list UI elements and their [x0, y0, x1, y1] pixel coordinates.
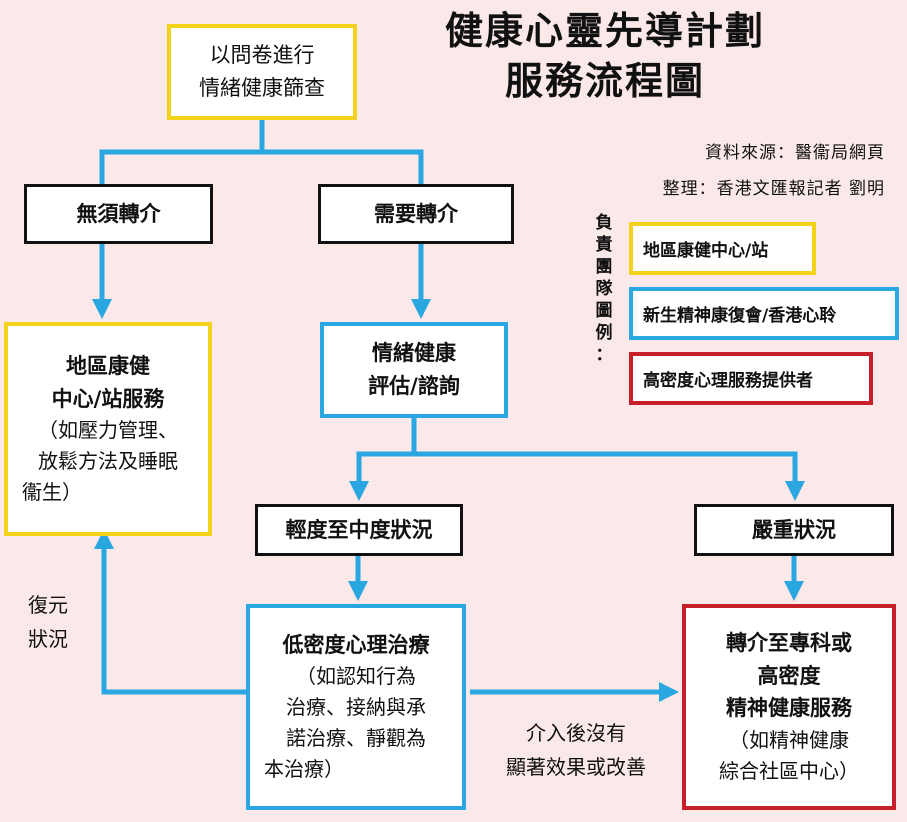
edge-label-text: 介入後沒有 — [526, 721, 626, 745]
node-text: 情緒健康篩查 — [199, 76, 325, 100]
legend-label: 高密度心理服務提供者 — [643, 371, 813, 391]
legend-heading-char: ： — [595, 345, 613, 365]
edge-label-no-improvement: 介入後沒有 顯著效果或改善 — [476, 716, 676, 784]
node-specialist-services: 轉介至專科或 高密度 精神健康服務 （如精神健康 綜合社區中心） — [682, 604, 896, 810]
legend-heading-char: 圖 — [595, 301, 613, 321]
node-text: （如壓力管理、 — [38, 418, 178, 443]
node-text: 綜合社區中心） — [719, 758, 859, 783]
node-text: 本治療） — [264, 757, 344, 782]
legend-label: 新生精神康復會/香港心聆 — [643, 306, 837, 326]
diagram-title: 健康心靈先導計劃 服務流程圖 — [400, 6, 810, 106]
node-severe: 嚴重狀況 — [694, 504, 894, 556]
legend-item-high-intensity: 高密度心理服務提供者 — [629, 352, 873, 405]
node-text: 輕度至中度狀況 — [285, 517, 433, 542]
title-line1: 健康心靈先導計劃 — [444, 9, 765, 53]
node-text: 中心/站服務 — [51, 386, 165, 411]
edge-label-text: 顯著效果或改善 — [506, 755, 646, 779]
node-text: （如精神健康 — [729, 727, 849, 752]
legend-label: 地區康健中心/站 — [643, 241, 769, 261]
node-text: 需要轉介 — [374, 201, 458, 226]
node-text: 諾治療、靜觀為 — [286, 726, 426, 751]
arrow-recovery-to-dhc — [94, 528, 246, 695]
edge-label-recovery: 復元 狀況 — [28, 588, 68, 656]
node-text: 低密度心理治療 — [282, 632, 430, 657]
connector-assessment-split — [356, 418, 795, 494]
legend-heading-char: 負 — [595, 213, 613, 233]
node-dhc-services: 地區康健 中心/站服務 （如壓力管理、 放鬆方法及睡眠 衞生） — [4, 322, 212, 536]
legend-heading-char: 團 — [595, 257, 613, 277]
node-text: 情緒健康 — [372, 341, 456, 366]
legend-item-mindset: 新生精神康復會/香港心聆 — [629, 287, 899, 340]
legend-item-dhc: 地區康健中心/站 — [629, 222, 816, 275]
legend-heading-char: 責 — [595, 235, 613, 255]
legend-heading-char: 隊 — [595, 279, 613, 299]
node-text: 嚴重狀況 — [752, 517, 836, 542]
node-assessment: 情緒健康 評估/諮詢 — [320, 322, 508, 418]
node-text: （如認知行為 — [296, 664, 416, 689]
node-mild-moderate: 輕度至中度狀況 — [255, 504, 463, 556]
node-text: 高密度 — [757, 663, 821, 688]
node-low-intensity-therapy: 低密度心理治療 （如認知行為 治療、接納與承 諾治療、靜觀為 本治療） — [246, 604, 466, 810]
title-line2: 服務流程圖 — [504, 59, 705, 103]
connector-screening-split — [99, 120, 424, 184]
node-text: 放鬆方法及睡眠 — [38, 449, 178, 474]
edge-label-text: 復元 — [28, 593, 68, 617]
node-text: 地區康健 — [66, 353, 150, 378]
node-text: 轉介至專科或 — [726, 631, 852, 656]
edge-label-text: 狀況 — [28, 627, 68, 651]
node-text: 治療、接納與承 — [286, 695, 426, 720]
node-screening: 以問卷進行 情緒健康篩查 — [167, 24, 357, 120]
node-text: 無須轉介 — [76, 201, 161, 226]
node-text: 衞生） — [22, 480, 82, 505]
legend-heading-char: 例 — [595, 323, 613, 343]
node-text: 評估/諮詢 — [368, 374, 460, 398]
node-text: 精神健康服務 — [726, 696, 852, 721]
legend-heading: 負 責 團 隊 圖 例 ： — [592, 212, 616, 366]
node-text: 以問卷進行 — [209, 43, 315, 68]
node-no-referral: 無須轉介 — [24, 184, 213, 244]
node-need-referral: 需要轉介 — [318, 184, 514, 244]
source-line: 資料來源：醫衞局網頁 — [705, 143, 885, 163]
compiler-line: 整理：香港文匯報記者 劉明 — [662, 179, 885, 199]
